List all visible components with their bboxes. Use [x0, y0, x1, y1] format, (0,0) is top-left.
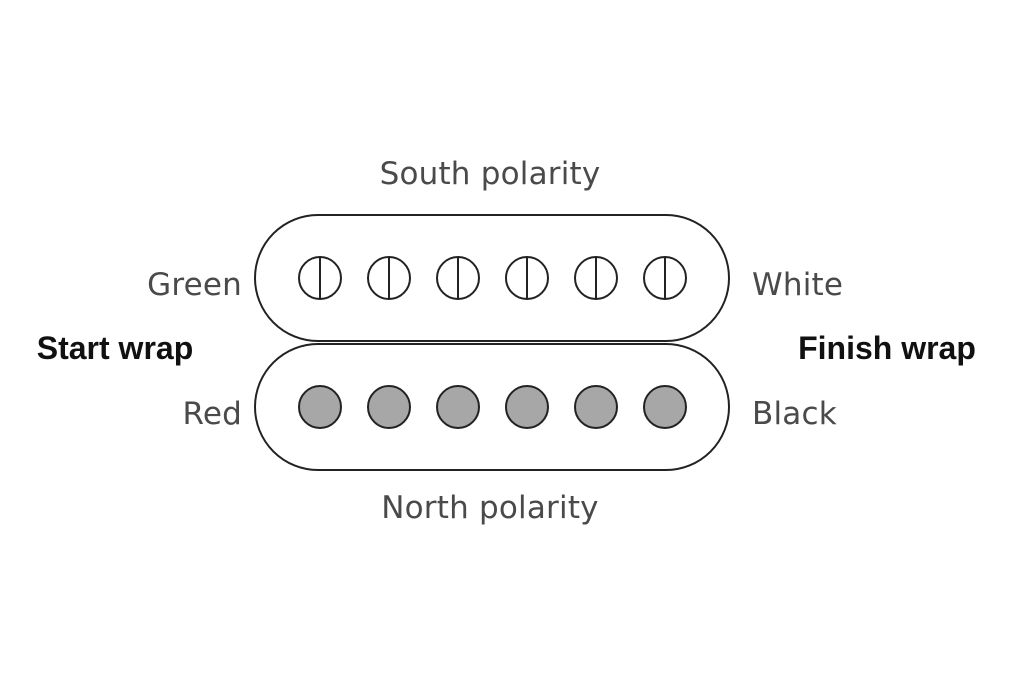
south-polarity-label: South polarity	[380, 156, 601, 192]
lower-pole-3	[436, 385, 480, 429]
lower-pole-6	[643, 385, 687, 429]
green-wire-label: Green	[147, 267, 242, 303]
lower-pole-5	[574, 385, 618, 429]
upper-pole-1	[298, 256, 342, 300]
lower-pole-2	[367, 385, 411, 429]
red-wire-label: Red	[183, 396, 243, 432]
lower-coil-outline	[254, 343, 730, 471]
upper-coil	[254, 214, 730, 342]
upper-pole-6	[643, 256, 687, 300]
upper-pole-2	[367, 256, 411, 300]
lower-pole-1	[298, 385, 342, 429]
finish-wrap-label: Finish wrap	[798, 330, 976, 366]
black-wire-label: Black	[752, 396, 837, 432]
lower-pole-4	[505, 385, 549, 429]
start-wrap-label: Start wrap	[37, 330, 193, 366]
upper-pole-3	[436, 256, 480, 300]
north-polarity-label: North polarity	[381, 490, 598, 526]
white-wire-label: White	[752, 267, 843, 303]
upper-pole-4	[505, 256, 549, 300]
upper-pole-5	[574, 256, 618, 300]
upper-coil-outline	[254, 214, 730, 342]
lower-coil	[254, 343, 730, 471]
